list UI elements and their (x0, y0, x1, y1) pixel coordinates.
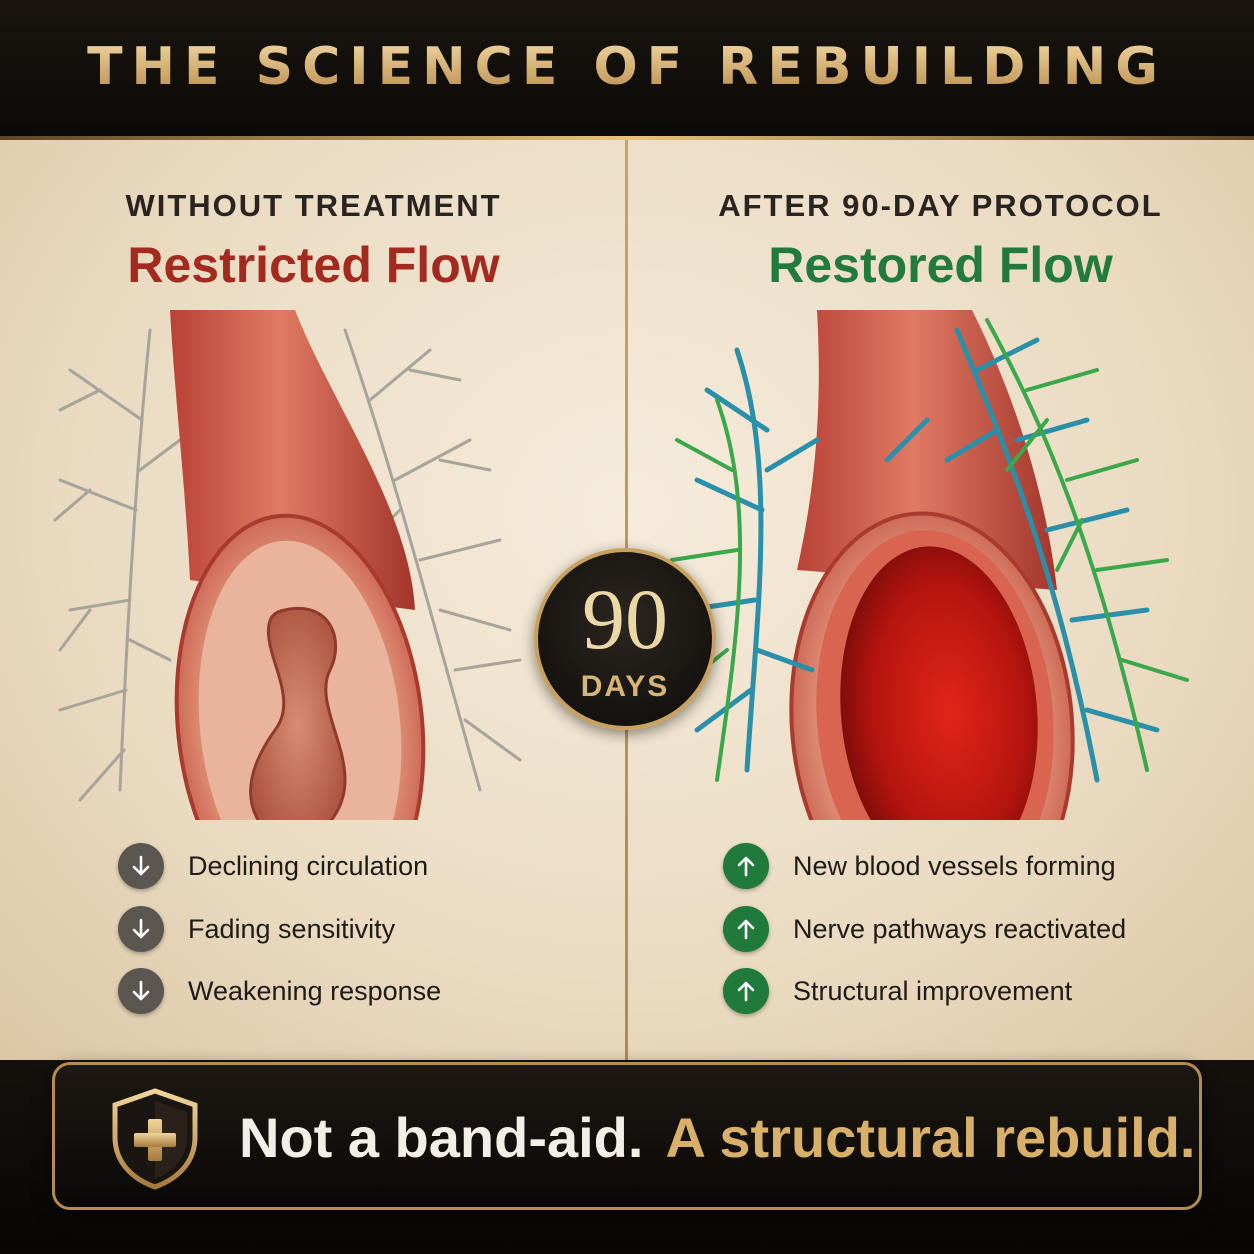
green-nerve-branches (670, 318, 1189, 782)
duration-badge: 90 DAYS (534, 548, 716, 730)
arrow-down-icon (118, 968, 164, 1014)
tagline-banner: Not a band-aid. A structural rebuild. (52, 1062, 1202, 1210)
panel-without-treatment: WITHOUT TREATMENT Restricted Flow (0, 140, 627, 1060)
arrow-up-icon (723, 906, 769, 952)
list-item-label: Nerve pathways reactivated (793, 913, 1127, 944)
shield-plus-icon (112, 1088, 198, 1190)
vessel-body (170, 310, 415, 610)
open-lumen (840, 546, 1038, 820)
arrow-down-icon (118, 906, 164, 952)
narrowed-lumen (249, 607, 347, 820)
header-divider (0, 136, 1254, 140)
badge-number: 90 (582, 571, 668, 667)
vessel-body (797, 310, 1057, 590)
panel-after-protocol: AFTER 90-DAY PROTOCOL Restored Flow (627, 140, 1254, 1060)
restricted-vessel-illustration (53, 310, 522, 820)
list-item-label: Weakening response (188, 975, 442, 1006)
arrow-up-icon (723, 968, 769, 1014)
list-item-label: New blood vessels forming (793, 850, 1116, 881)
grey-nerve-branches-left (53, 328, 182, 802)
badge-unit: DAYS (580, 670, 670, 703)
restored-vessel-illustration (670, 310, 1189, 820)
list-item: Structural improvement (723, 967, 1072, 1015)
list-item-label: Structural improvement (793, 975, 1073, 1006)
header: THE SCIENCE OF REBUILDING (0, 0, 1254, 140)
left-kicker: WITHOUT TREATMENT (125, 188, 502, 223)
right-heading: Restored Flow (768, 237, 1113, 293)
list-item: Declining circulation (118, 842, 428, 890)
arrow-down-icon (118, 843, 164, 889)
tagline: Not a band-aid. A structural rebuild. (239, 1103, 1195, 1173)
page-title: THE SCIENCE OF REBUILDING (87, 37, 1167, 97)
list-item: Nerve pathways reactivated (723, 905, 1126, 953)
right-kicker: AFTER 90-DAY PROTOCOL (718, 188, 1163, 223)
tagline-part-1: Not a band-aid. (239, 1106, 644, 1169)
left-heading: Restricted Flow (127, 237, 500, 293)
list-item: Fading sensitivity (118, 905, 395, 953)
blue-vessel-branches (684, 327, 1160, 783)
arrow-up-icon (723, 843, 769, 889)
tagline-part-2: A structural rebuild. (665, 1106, 1196, 1169)
list-item-label: Fading sensitivity (188, 913, 396, 944)
list-item-label: Declining circulation (188, 850, 429, 881)
list-item: Weakening response (118, 967, 441, 1015)
list-item: New blood vessels forming (723, 842, 1116, 890)
